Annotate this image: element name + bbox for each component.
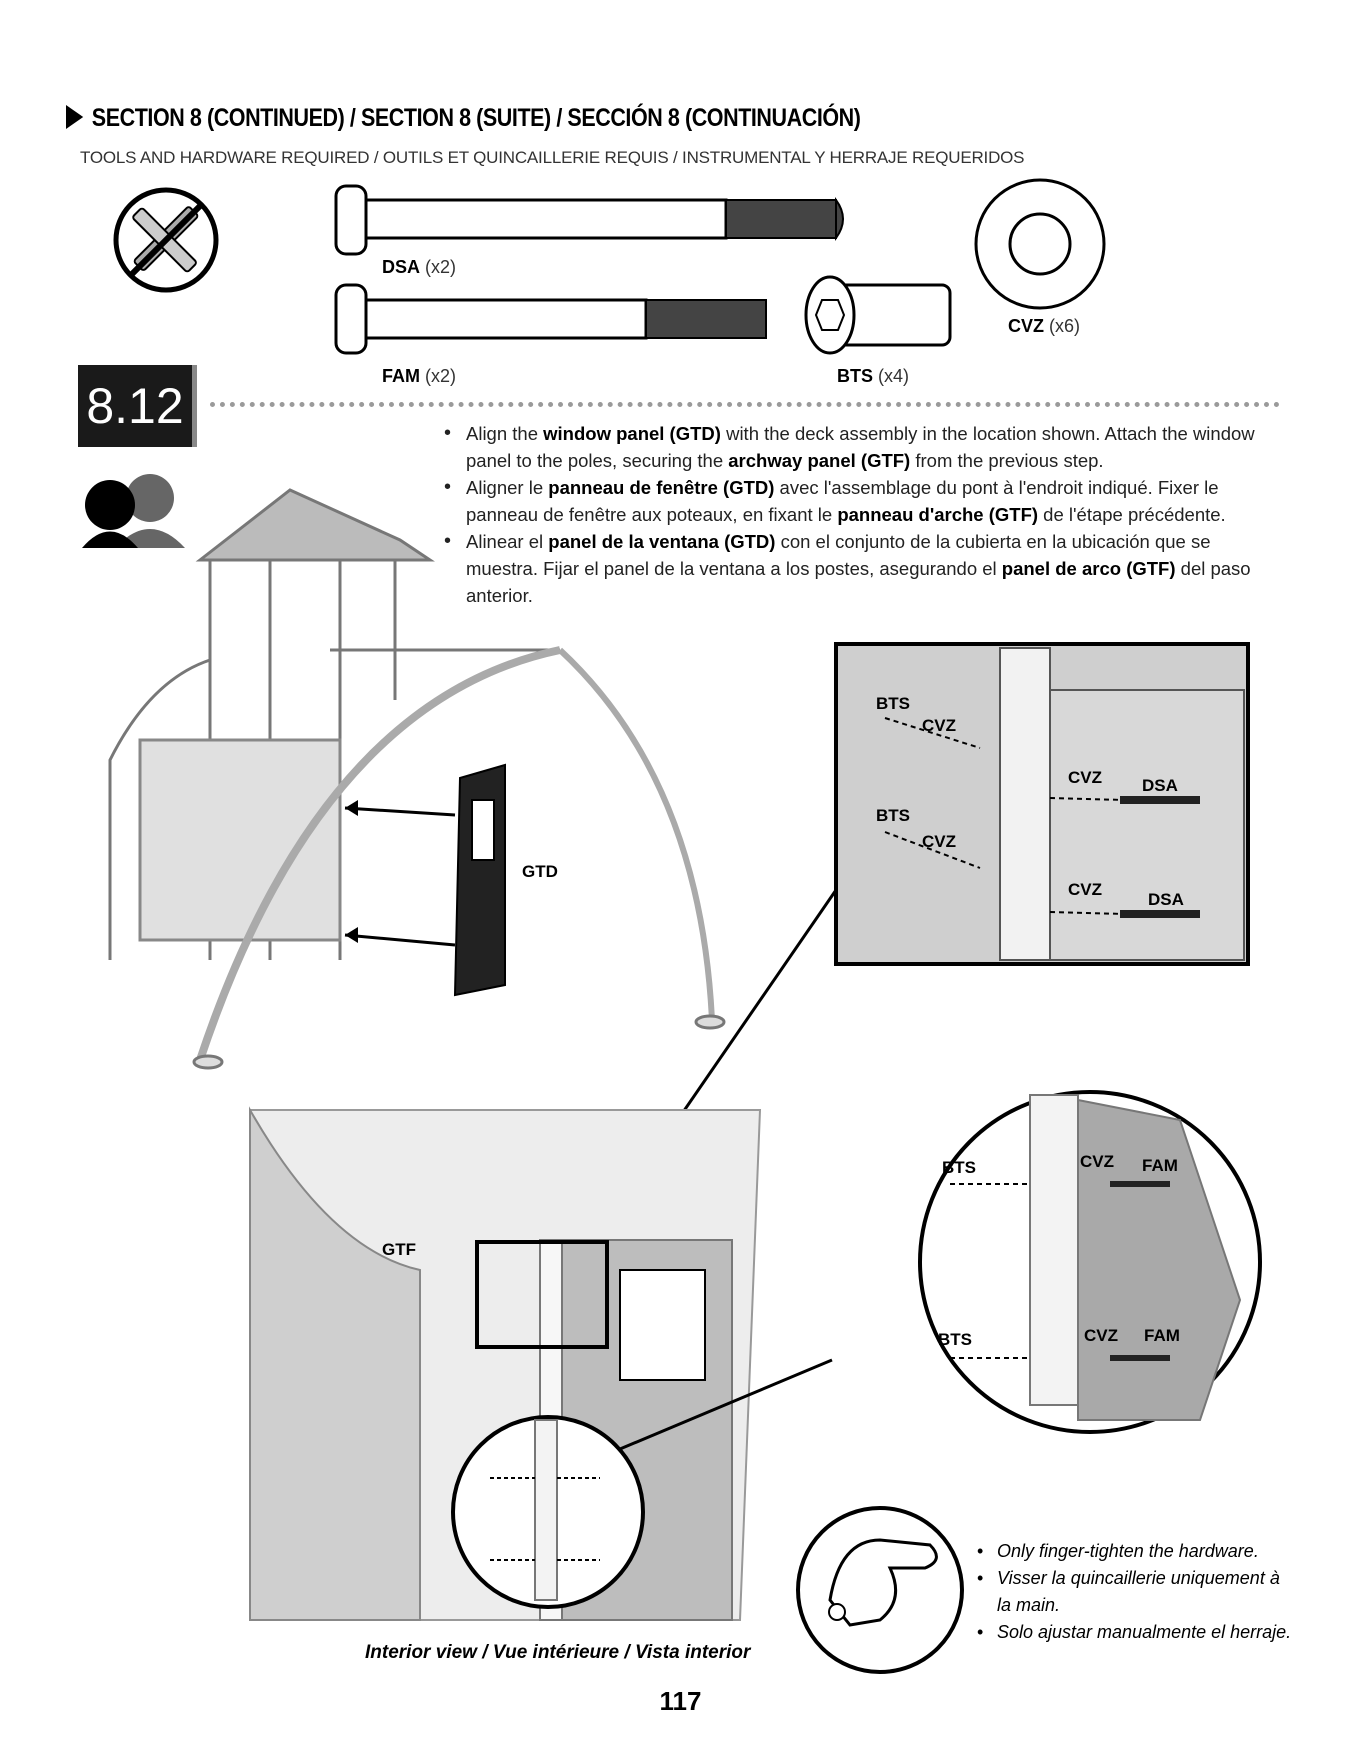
two-person-icon: [82, 474, 185, 548]
label-gtf: GTF: [382, 1240, 416, 1259]
label-bts-circle-top: BTS: [942, 1158, 976, 1177]
no-power-tools-icon: [113, 187, 219, 293]
label-cvz-right-bottom: CVZ: [1068, 880, 1102, 899]
hardware-label-dsa: DSA (x2): [382, 257, 457, 277]
label-dsa-top: DSA: [1142, 776, 1178, 795]
tip-es: Solo ajustar manualmente el herraje.: [975, 1619, 1295, 1646]
label-dsa-bottom: DSA: [1148, 890, 1184, 909]
fam-attachment-detail-circle: [569, 1090, 1262, 1472]
label-fam-circle-top: FAM: [1142, 1156, 1178, 1175]
dotted-divider: [210, 402, 1280, 407]
hardware-label-bts: BTS (x4): [837, 366, 910, 386]
playset-overview-diagram: [108, 488, 726, 1070]
instruction-en: Align the window panel (GTD) with the de…: [444, 420, 1274, 474]
instruction-es: Alinear el panel de la ventana (GTD) con…: [444, 528, 1274, 609]
label-cvz-top: CVZ: [922, 716, 956, 735]
step-instructions: Align the window panel (GTD) with the de…: [444, 420, 1274, 609]
finger-tighten-icon: [796, 1506, 964, 1674]
bts-insert-detail-circle: [451, 1415, 645, 1609]
tip-fr: Visser la quincaillerie uniquement à la …: [975, 1565, 1295, 1619]
page-number: 117: [659, 1686, 702, 1716]
dsa-bolt-icon: [334, 184, 844, 256]
label-cvz-right-top: CVZ: [1068, 768, 1102, 787]
label-bts-bottom: BTS: [876, 806, 910, 825]
tools-hardware-heading: TOOLS AND HARDWARE REQUIRED / OUTILS ET …: [80, 148, 1025, 167]
finger-tighten-tips: Only finger-tighten the hardware. Visser…: [975, 1538, 1295, 1646]
label-fam-circle-bottom: FAM: [1144, 1326, 1180, 1345]
play-arrow-icon: [66, 105, 84, 129]
window-panel-gtd: [344, 763, 506, 997]
label-cvz-bottom: CVZ: [922, 832, 956, 851]
cvz-washer-icon: [974, 178, 1106, 310]
label-bts-circle-bottom: BTS: [938, 1330, 972, 1349]
label-cvz-circle-bottom: CVZ: [1084, 1326, 1118, 1345]
label-gtd: GTD: [522, 862, 558, 881]
section-title: SECTION 8 (CONTINUED) / SECTION 8 (SUITE…: [66, 104, 861, 133]
label-bts-top: BTS: [876, 694, 910, 713]
step-number-badge: 8.12: [78, 365, 192, 447]
pole-attachment-detail: [834, 642, 1250, 966]
fam-bolt-icon: [334, 283, 767, 355]
label-cvz-circle-top: CVZ: [1080, 1152, 1114, 1171]
bts-barrel-nut-icon: [804, 275, 952, 355]
instruction-fr: Aligner le panneau de fenêtre (GTD) avec…: [444, 474, 1274, 528]
interior-view-caption: Interior view / Vue intérieure / Vista i…: [365, 1642, 751, 1663]
tip-en: Only finger-tighten the hardware.: [975, 1538, 1295, 1565]
hardware-label-fam: FAM (x2): [382, 366, 457, 386]
hardware-label-cvz: CVZ (x6): [1008, 316, 1081, 336]
